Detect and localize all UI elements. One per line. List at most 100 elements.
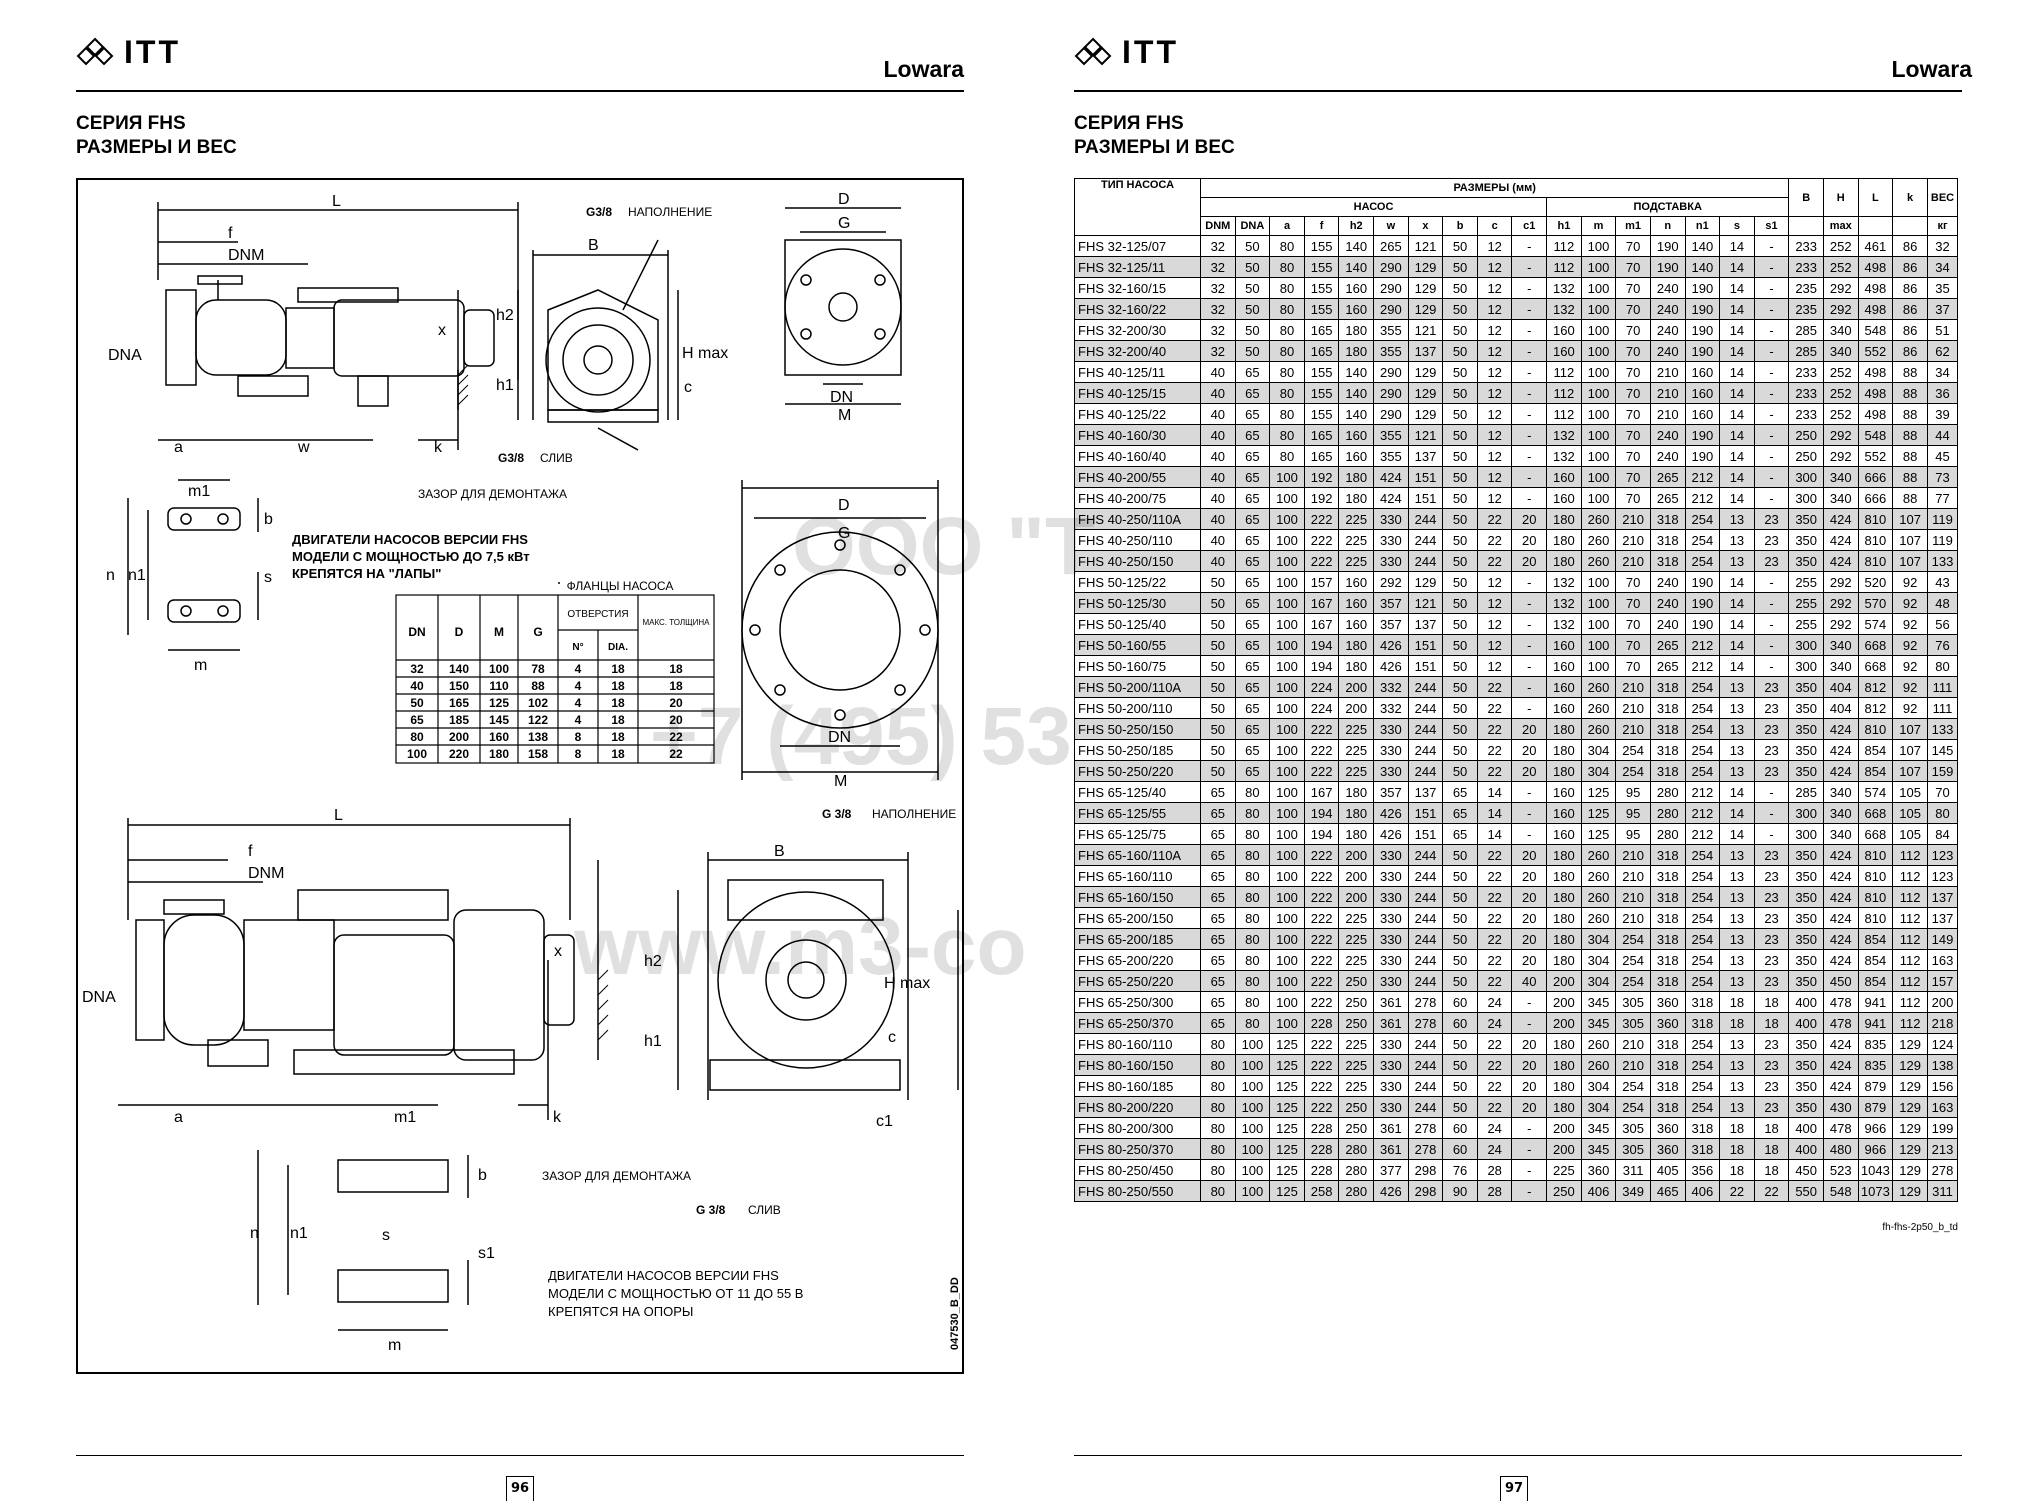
table-cell: 132 xyxy=(1546,613,1582,635)
table-cell: 426 xyxy=(1373,802,1409,824)
table-cell: 65 xyxy=(1200,970,1236,992)
table-cell: - xyxy=(1753,403,1790,425)
table-cell: 854 xyxy=(1857,970,1894,992)
footer-rule xyxy=(76,1455,964,1456)
table-cell: 50 xyxy=(1442,718,1478,740)
table-cell: 100 xyxy=(1269,529,1305,551)
table-cell: 311 xyxy=(1615,1159,1651,1181)
table-cell: 80 xyxy=(1269,361,1305,383)
table-cell: 330 xyxy=(1373,886,1409,908)
table-cell: 50 xyxy=(1442,1096,1478,1118)
table-cell: 278 xyxy=(1407,1012,1444,1034)
table-cell: 668 xyxy=(1857,634,1894,656)
table-cell: 137 xyxy=(1407,613,1444,635)
table-cell: 80 xyxy=(1269,298,1305,320)
table-cell: 100 xyxy=(1269,676,1305,698)
table-cell: 112 xyxy=(1892,991,1928,1013)
table-cell: 121 xyxy=(1407,424,1444,446)
table-cell: 218 xyxy=(1927,1012,1958,1034)
table-cell: 228 xyxy=(1303,1012,1340,1034)
flange-title: ФЛАНЦЫ НАСОСА xyxy=(567,579,674,593)
table-cell: 50 xyxy=(1442,1075,1478,1097)
table-cell: 160 xyxy=(1546,781,1582,803)
cell-pump-type: FHS 80-200/220 xyxy=(1074,1096,1201,1118)
table-cell: - xyxy=(1511,361,1548,383)
table-cell: 280 xyxy=(1338,1138,1375,1160)
label-x-2: x xyxy=(554,943,562,960)
th-sub-4: кг xyxy=(1927,216,1958,236)
table-cell: 155 xyxy=(1303,277,1340,299)
table-cell: - xyxy=(1753,319,1790,341)
table-cell: 250 xyxy=(1338,1117,1375,1139)
table-cell: 100 xyxy=(1580,571,1617,593)
table-cell: 112 xyxy=(1892,949,1928,971)
label-dna: DNA xyxy=(108,347,142,364)
table-cell: 65 xyxy=(1442,781,1478,803)
table-cell: 265 xyxy=(1649,466,1686,488)
cell-pump-type: FHS 32-125/07 xyxy=(1074,235,1201,257)
label-c1: c1 xyxy=(876,1113,893,1130)
table-cell: 20 xyxy=(1511,760,1548,782)
drain-label: G3/8 xyxy=(498,451,524,465)
table-cell: 119 xyxy=(1927,529,1958,551)
table-cell: 35 xyxy=(1927,277,1958,299)
label-s: s xyxy=(264,569,272,586)
table-cell: 76 xyxy=(1927,634,1958,656)
th-col-n: n xyxy=(1649,216,1686,236)
table-cell: 254 xyxy=(1615,1075,1651,1097)
table-cell: 13 xyxy=(1719,970,1755,992)
table-cell: 76 xyxy=(1442,1159,1478,1181)
table-cell: 100 xyxy=(1234,1159,1271,1181)
table-cell: 180 xyxy=(1546,1033,1582,1055)
cell-pump-type: FHS 50-250/185 xyxy=(1074,739,1201,761)
table-cell: 250 xyxy=(1788,445,1824,467)
table-cell: 13 xyxy=(1719,886,1755,908)
table-cell: 22 xyxy=(1719,1180,1755,1202)
table-cell: 92 xyxy=(1892,697,1928,719)
cell-pump-type: FHS 80-160/150 xyxy=(1074,1054,1201,1076)
table-cell: 254 xyxy=(1615,928,1651,950)
table-cell: 225 xyxy=(1338,760,1375,782)
table-cell: 160 xyxy=(1546,823,1582,845)
label-M: M xyxy=(838,407,851,424)
table-cell: 100 xyxy=(1234,1138,1271,1160)
table-cell: 210 xyxy=(1615,1033,1651,1055)
table-cell: 240 xyxy=(1649,613,1686,635)
table-cell: 22 xyxy=(1476,907,1513,929)
table-cell: 65 xyxy=(1234,403,1271,425)
flange-cell: 100 xyxy=(489,662,509,676)
table-cell: 70 xyxy=(1615,298,1651,320)
table-cell: 222 xyxy=(1303,970,1340,992)
table-cell: 810 xyxy=(1857,886,1894,908)
cell-pump-type: FHS 40-250/150 xyxy=(1074,550,1201,572)
table-cell: 70 xyxy=(1615,277,1651,299)
table-cell: 879 xyxy=(1857,1096,1894,1118)
flange-cell: 125 xyxy=(489,696,509,710)
table-cell: - xyxy=(1753,298,1790,320)
table-cell: 80 xyxy=(1234,886,1271,908)
table-cell: 225 xyxy=(1338,508,1375,530)
cell-pump-type: FHS 40-125/22 xyxy=(1074,403,1201,425)
table-cell: 100 xyxy=(1580,613,1617,635)
table-cell: 424 xyxy=(1822,949,1859,971)
th-col-w: w xyxy=(1373,216,1409,236)
table-cell: 112 xyxy=(1546,256,1582,278)
table-cell: 112 xyxy=(1892,928,1928,950)
table-cell: 450 xyxy=(1788,1159,1824,1181)
table-cell: 280 xyxy=(1338,1180,1375,1202)
table-cell: 70 xyxy=(1615,340,1651,362)
table-cell: - xyxy=(1753,445,1790,467)
table-cell: 22 xyxy=(1476,844,1513,866)
flange-sh-no: N° xyxy=(572,642,583,653)
table-cell: 92 xyxy=(1892,634,1928,656)
fill-text-2: НАПОЛНЕНИЕ xyxy=(872,807,956,821)
table-cell: 20 xyxy=(1511,508,1548,530)
table-cell: 233 xyxy=(1788,361,1824,383)
table-cell: 100 xyxy=(1580,466,1617,488)
table-cell: 70 xyxy=(1615,487,1651,509)
table-cell: 65 xyxy=(1200,802,1236,824)
